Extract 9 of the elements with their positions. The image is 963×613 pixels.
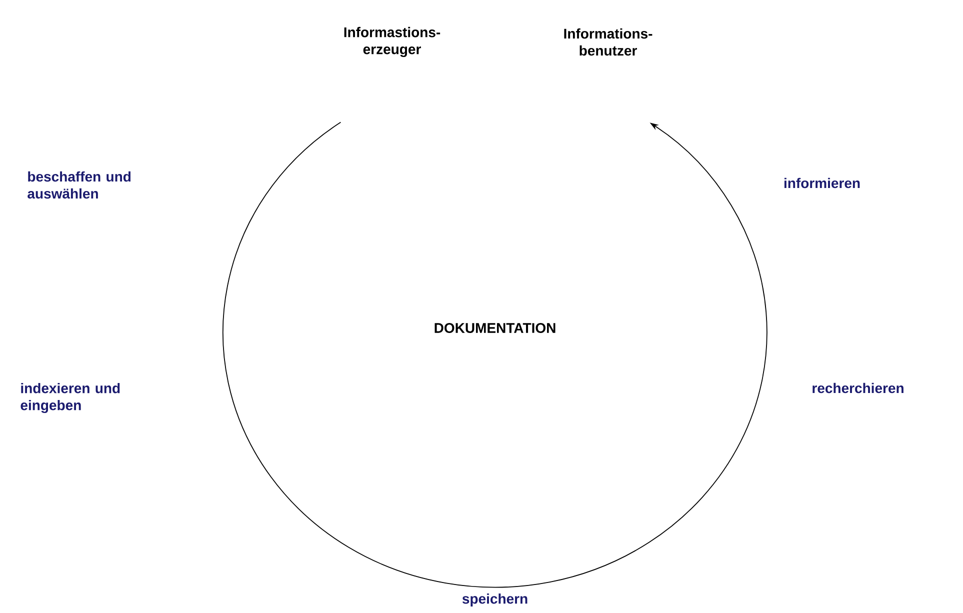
step-label: speichern xyxy=(462,593,528,607)
cycle-arrow xyxy=(222,122,768,588)
title-label: DOKUMENTATION xyxy=(434,323,556,333)
step-label: indexieren und eingeben xyxy=(20,382,120,414)
step-label: beschaffen und auswählen xyxy=(28,171,131,199)
role-label: Informastions- erzeuger xyxy=(344,26,440,58)
step-label: recherchieren xyxy=(812,382,904,394)
step-label: informieren xyxy=(784,178,860,188)
role-label: Informations- benutzer xyxy=(564,28,652,56)
